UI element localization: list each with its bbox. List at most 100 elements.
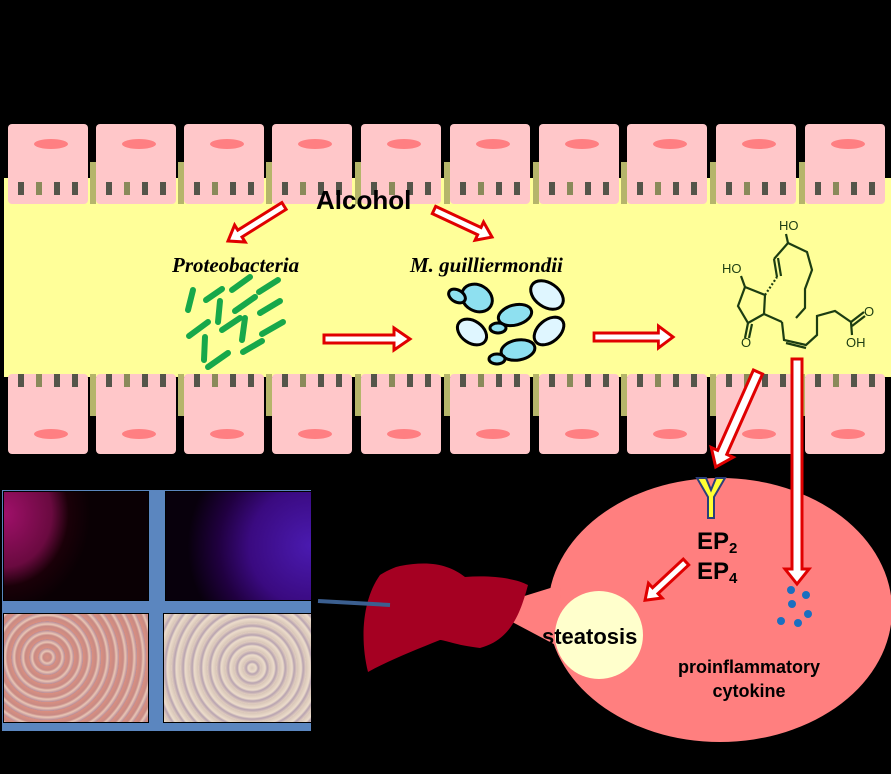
cell-nucleus [122, 139, 156, 149]
epithelial-cell [450, 374, 530, 454]
alcohol-label: Alcohol [316, 185, 412, 215]
epithelial-cell [8, 124, 88, 204]
cell-nucleus [831, 139, 865, 149]
microvilli [365, 374, 437, 387]
steatosis-label: steatosis [542, 624, 638, 649]
tight-junction [266, 162, 272, 204]
cell-nucleus [476, 139, 510, 149]
atom-label-ho-top: HO [779, 218, 799, 233]
microvilli [365, 182, 437, 195]
tight-junction [90, 374, 96, 416]
atom-label-acid-o: O [864, 304, 874, 319]
microvilli [720, 374, 792, 387]
cell-nucleus [476, 429, 510, 439]
microvilli [720, 182, 792, 195]
ep2-text: EP [697, 528, 730, 555]
cytokine-dots [777, 586, 812, 627]
atom-label-acid-oh: OH [846, 335, 866, 350]
microvilli [12, 182, 84, 195]
epithelial-cell [627, 124, 707, 204]
epithelial-cell [96, 374, 176, 454]
cell-nucleus [653, 429, 687, 439]
cytokine-label-line2: cytokine [712, 681, 786, 701]
receptor-y-icon [695, 477, 727, 519]
epithelial-cell [805, 374, 885, 454]
cell-nucleus [387, 139, 421, 149]
cell-nucleus [831, 429, 865, 439]
cell-nucleus [122, 429, 156, 439]
liver-cell-callout [486, 478, 891, 742]
histology-panel-left [3, 613, 149, 723]
microvilli [276, 182, 348, 195]
microvilli [188, 182, 260, 195]
microvilli [276, 374, 348, 387]
microvilli [543, 374, 615, 387]
tight-junction [621, 162, 627, 204]
epithelial-cell [539, 374, 619, 454]
structure-atom-labels: HO HO O O OH [722, 218, 874, 350]
cytokine-label: proinflammatory cytokine [678, 655, 820, 703]
prostaglandin-e2-structure [736, 233, 866, 350]
cell-nucleus [210, 429, 244, 439]
microvilli [454, 374, 526, 387]
cell-nucleus [565, 429, 599, 439]
epithelial-cell [716, 124, 796, 204]
liver-icon [363, 563, 528, 672]
tight-junction [90, 162, 96, 204]
tight-junction [710, 374, 716, 416]
microvilli [100, 374, 172, 387]
cell-nucleus [742, 429, 776, 439]
tight-junction [533, 374, 539, 416]
tight-junction [178, 162, 184, 204]
fluorescence-panel-right [165, 491, 312, 601]
fluorescence-panel-left [3, 491, 149, 601]
arrow-metabolite-to-receptor [709, 367, 765, 470]
arrow-receptor-to-steatosis [643, 556, 691, 602]
epithelial-cell [450, 124, 530, 204]
epithelial-cell [184, 124, 264, 204]
liver-pointer-line [317, 599, 391, 607]
tight-junction [355, 162, 361, 204]
arrow-bacteria-to-yeast [322, 326, 412, 352]
tight-junction [266, 374, 272, 416]
microvilli [631, 182, 703, 195]
tight-junction [799, 162, 805, 204]
epithelial-cell [272, 374, 352, 454]
proteobacteria-rods [185, 274, 286, 370]
cell-nucleus [565, 139, 599, 149]
ep4-text: EP [697, 558, 730, 585]
cell-nucleus [653, 139, 687, 149]
atom-label-ho-ring: HO [722, 261, 742, 276]
arrow-alcohol-to-yeast [430, 204, 495, 243]
epithelial-cell [361, 124, 441, 204]
epithelial-cell [8, 374, 88, 454]
microvilli [188, 374, 260, 387]
microvilli [543, 182, 615, 195]
yeast-cells [447, 279, 566, 366]
tight-junction [444, 374, 450, 416]
epithelial-cell [184, 374, 264, 454]
steatosis-droplet [555, 591, 643, 679]
cell-nucleus [34, 139, 68, 149]
tight-junction [178, 374, 184, 416]
epithelial-cell [272, 124, 352, 204]
tight-junction [444, 162, 450, 204]
arrow-alcohol-to-proteobacteria [225, 200, 289, 244]
cell-nucleus [210, 139, 244, 149]
histology-panel-right [163, 613, 312, 723]
cell-nucleus [742, 139, 776, 149]
microvilli [809, 374, 881, 387]
ep2-receptor-label: EP2 [697, 528, 737, 557]
epithelial-cell [96, 124, 176, 204]
epithelial-cell [539, 124, 619, 204]
tight-junction [533, 162, 539, 204]
m-guilliermondii-label: M. guilliermondii [410, 253, 563, 277]
arrow-yeast-to-metabolite [592, 324, 675, 350]
tight-junction [621, 374, 627, 416]
microvilli [809, 182, 881, 195]
proteobacteria-label: Proteobacteria [172, 253, 300, 277]
cytokine-label-line1: proinflammatory [678, 657, 821, 677]
microvilli [454, 182, 526, 195]
arrow-metabolite-to-cytokine [781, 357, 813, 587]
